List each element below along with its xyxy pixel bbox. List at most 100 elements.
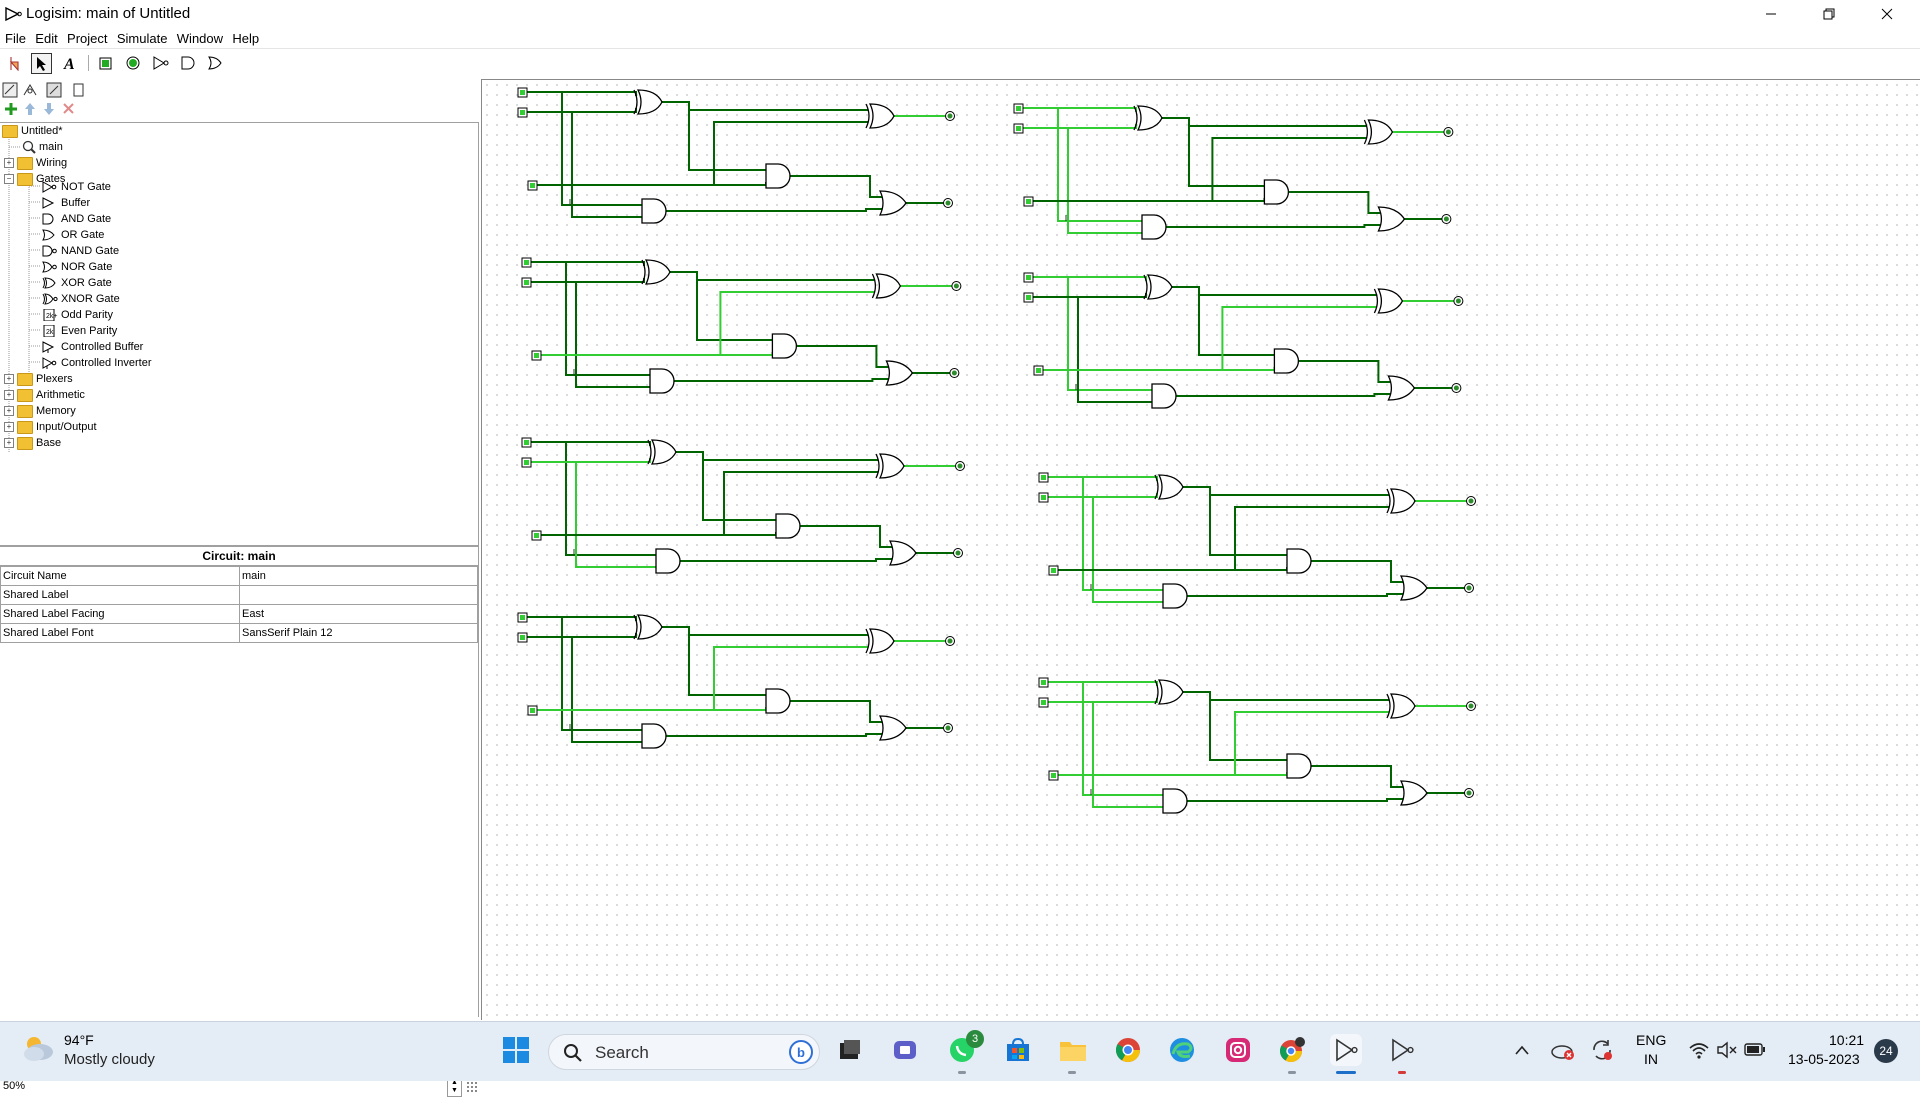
start-button[interactable] <box>500 1034 532 1066</box>
menu-window[interactable]: Window <box>176 31 224 46</box>
menu-simulate[interactable]: Simulate <box>116 31 168 46</box>
tree-item-not-gate[interactable]: NOT Gate <box>42 179 111 195</box>
collapse-icon[interactable]: − <box>4 174 14 184</box>
wire <box>1092 497 1163 603</box>
tree-item-xnor-gate[interactable]: XNOR Gate <box>42 291 120 307</box>
wire <box>670 271 875 281</box>
tree-folder-input-output[interactable]: + Input/Output <box>4 419 97 435</box>
sync-icon[interactable] <box>1590 1038 1614 1062</box>
tree-item-controlled-inverter[interactable]: Controlled Inverter <box>42 355 152 371</box>
expand-icon[interactable]: + <box>4 374 14 384</box>
poke-tool-button[interactable] <box>4 53 24 73</box>
move-up-icon[interactable] <box>24 102 36 116</box>
expand-icon[interactable]: + <box>4 406 14 416</box>
edge-button[interactable] <box>1166 1034 1198 1066</box>
battery-icon[interactable] <box>1744 1042 1766 1058</box>
tree-folder-wiring[interactable]: + Wiring <box>4 155 67 171</box>
remove-circuit-icon[interactable] <box>63 103 74 114</box>
add-output-pin-button[interactable] <box>123 53 143 73</box>
add-and-gate-button[interactable] <box>178 53 198 73</box>
instagram-button[interactable] <box>1222 1034 1254 1066</box>
folder-icon <box>17 388 33 402</box>
xor-gate <box>1389 488 1416 514</box>
tree-item-nand-gate[interactable]: NAND Gate <box>42 243 119 259</box>
attribute-value-shared-label[interactable] <box>239 585 478 605</box>
expand-icon[interactable]: + <box>4 422 14 432</box>
zoom-level[interactable]: 50% <box>3 1080 26 1092</box>
task-view-button[interactable] <box>834 1034 866 1066</box>
toolbox-view-icon[interactable] <box>2 82 18 98</box>
wire <box>537 121 868 186</box>
wire <box>1057 108 1142 222</box>
tree-folder-plexers[interactable]: + Plexers <box>4 371 73 387</box>
attribute-value-label-font[interactable]: SansSerif Plain 12 <box>239 623 478 643</box>
language-indicator[interactable]: ENG <box>1636 1032 1667 1048</box>
whatsapp-button[interactable]: 3 <box>946 1030 984 1066</box>
add-not-gate-button[interactable] <box>151 53 171 73</box>
expand-icon[interactable]: + <box>4 390 14 400</box>
tree-item-xor-gate[interactable]: XOR Gate <box>42 275 112 291</box>
and-gate <box>771 333 798 359</box>
tree-item-nor-gate[interactable]: NOR Gate <box>42 259 112 275</box>
tree-folder-base[interactable]: + Base <box>4 435 61 451</box>
notification-count-badge[interactable]: 24 <box>1874 1039 1898 1063</box>
app-running-indicator <box>1288 1071 1296 1074</box>
tree-item-controlled-buffer[interactable]: Controlled Buffer <box>42 339 143 355</box>
speaker-muted-icon[interactable] <box>1716 1040 1738 1060</box>
menu-edit[interactable]: Edit <box>35 31 58 46</box>
folder-icon <box>17 420 33 434</box>
tree-project-root[interactable]: Untitled* <box>2 123 63 139</box>
edit-appearance-icon[interactable] <box>72 82 86 98</box>
edit-layout-icon[interactable] <box>46 82 64 98</box>
wire <box>1288 191 1381 214</box>
restore-button[interactable] <box>1800 0 1858 28</box>
tree-item-even-parity[interactable]: 2k Even Parity <box>42 323 117 339</box>
file-explorer-button[interactable] <box>1057 1034 1089 1066</box>
microsoft-store-button[interactable] <box>1002 1034 1034 1066</box>
svg-text:2k: 2k <box>46 329 54 336</box>
output-pin-value <box>1445 129 1451 135</box>
wifi-icon[interactable] <box>1688 1040 1710 1060</box>
menu-bar: File Edit Project Simulate Window Help <box>0 28 1920 49</box>
circuit-canvas[interactable] <box>481 79 1920 1020</box>
add-circuit-icon[interactable] <box>4 102 18 116</box>
select-tool-button[interactable] <box>31 53 52 74</box>
logisim-taskbar-button[interactable] <box>1330 1034 1362 1066</box>
close-button[interactable] <box>1858 0 1916 28</box>
clock-date[interactable]: 13-05-2023 <box>1788 1051 1860 1067</box>
onedrive-error-icon[interactable] <box>1550 1039 1576 1061</box>
attribute-value-label-facing[interactable]: East <box>239 604 478 624</box>
tree-circuit-main[interactable]: main <box>22 139 63 155</box>
attribute-value-circuit-name[interactable]: main <box>239 566 478 586</box>
clock-time[interactable]: 10:21 <box>1829 1032 1865 1048</box>
text-tool-button[interactable]: A <box>60 53 80 73</box>
grid-toggle-icon[interactable] <box>466 1081 478 1093</box>
menu-project[interactable]: Project <box>67 31 108 46</box>
minimize-button[interactable] <box>1742 0 1800 28</box>
expand-icon[interactable]: + <box>4 158 14 168</box>
show-hidden-icons-chevron-icon[interactable] <box>1514 1044 1530 1056</box>
windows-start-icon <box>503 1037 529 1063</box>
logisim-second-window-button[interactable] <box>1386 1034 1418 1066</box>
tree-item-buffer[interactable]: Buffer <box>42 195 90 211</box>
menu-help[interactable]: Help <box>232 31 260 46</box>
add-input-pin-button[interactable] <box>96 53 116 73</box>
tree-item-and-gate[interactable]: AND Gate <box>42 211 111 227</box>
teams-chat-button[interactable] <box>890 1034 922 1066</box>
xor-gate <box>650 439 677 465</box>
add-or-gate-button[interactable] <box>205 53 225 73</box>
input-pin-value <box>524 440 529 445</box>
tree-item-odd-parity[interactable]: 2k+1 Odd Parity <box>42 307 113 323</box>
tree-folder-memory[interactable]: + Memory <box>4 403 76 419</box>
tree-item-or-gate[interactable]: OR Gate <box>42 227 104 243</box>
menu-file[interactable]: File <box>5 31 26 46</box>
chrome-profile-button[interactable] <box>1276 1034 1308 1066</box>
expand-icon[interactable]: + <box>4 438 14 448</box>
tree-folder-arithmetic[interactable]: + Arithmetic <box>4 387 85 403</box>
weather-widget[interactable]: 94°F Mostly cloudy <box>20 1032 155 1068</box>
simulation-view-icon[interactable] <box>22 82 38 98</box>
move-down-icon[interactable] <box>43 102 55 116</box>
region-indicator[interactable]: IN <box>1644 1051 1658 1067</box>
chrome-button[interactable] <box>1112 1034 1144 1066</box>
taskbar-search[interactable]: Search b <box>548 1034 820 1070</box>
